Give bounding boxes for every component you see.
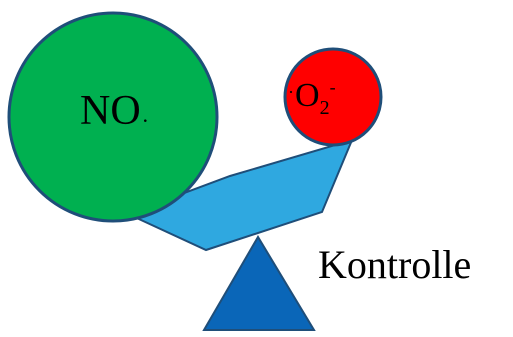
no-circle [7, 11, 219, 223]
o2-text: O [295, 77, 320, 114]
o2-charge-superscript: - [329, 77, 336, 97]
no-label: NO· [80, 87, 149, 135]
no-radical-dot: · [141, 108, 149, 133]
no-text: NO [80, 88, 141, 134]
kontrolle-label: Kontrolle [318, 242, 472, 287]
balance-beam [125, 138, 354, 252]
o2-circle [283, 47, 383, 147]
balance-base-triangle [202, 235, 316, 331]
o2-radical-dot: · [288, 82, 294, 102]
o2-subscript: 2 [319, 97, 330, 119]
superoxide-label: ·O2- [288, 77, 336, 119]
